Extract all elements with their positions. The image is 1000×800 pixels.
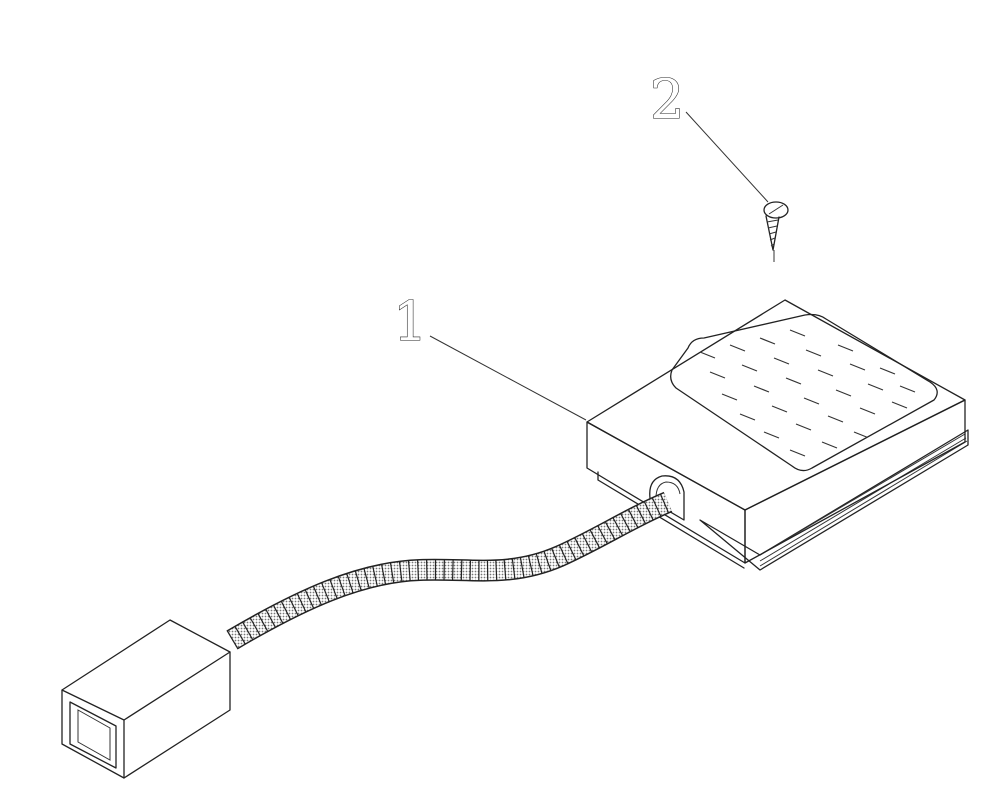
- cord: [226, 491, 673, 650]
- callout-2-label: 2: [650, 68, 684, 131]
- callout-1-leader: [429, 335, 587, 421]
- plug-opening: [69, 701, 117, 769]
- callout-2: 2: [649, 67, 769, 203]
- screw-shank: [765, 215, 780, 251]
- callout-2-leader: [685, 111, 769, 203]
- pedal-right-face: [744, 399, 966, 564]
- screw: [763, 201, 789, 262]
- screw-head: [763, 201, 789, 219]
- pedal-top-face: [586, 299, 966, 511]
- tread-pad: [670, 313, 938, 472]
- cord-entry: [649, 475, 685, 521]
- callout-1: 1: [392, 289, 587, 421]
- screw-slot: [768, 204, 784, 215]
- connector-plug: [61, 619, 231, 779]
- foot-pedal: [586, 299, 969, 571]
- callout-1-label: 1: [393, 290, 427, 353]
